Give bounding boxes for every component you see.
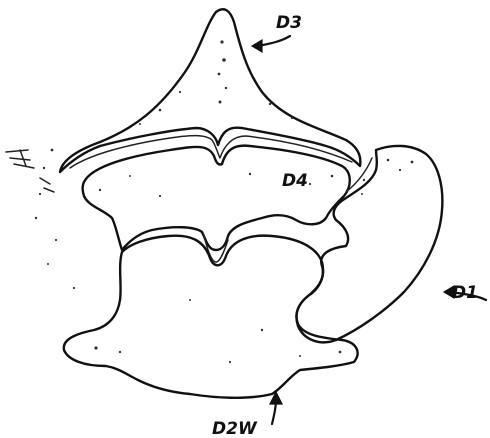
arrow-d2w [270,392,282,424]
label-d4: D4 [282,171,308,191]
left-edge-marks [6,150,54,192]
outline-d4 [83,146,350,250]
outline-d2w [64,236,358,398]
label-d1: D1 [452,283,478,303]
outline-d3 [60,9,360,172]
label-d3: D3 [276,13,302,33]
outline-d1 [296,146,442,342]
label-d2w: D2W [212,419,258,438]
arrow-d3 [252,36,290,52]
stipple-texture [35,40,414,363]
